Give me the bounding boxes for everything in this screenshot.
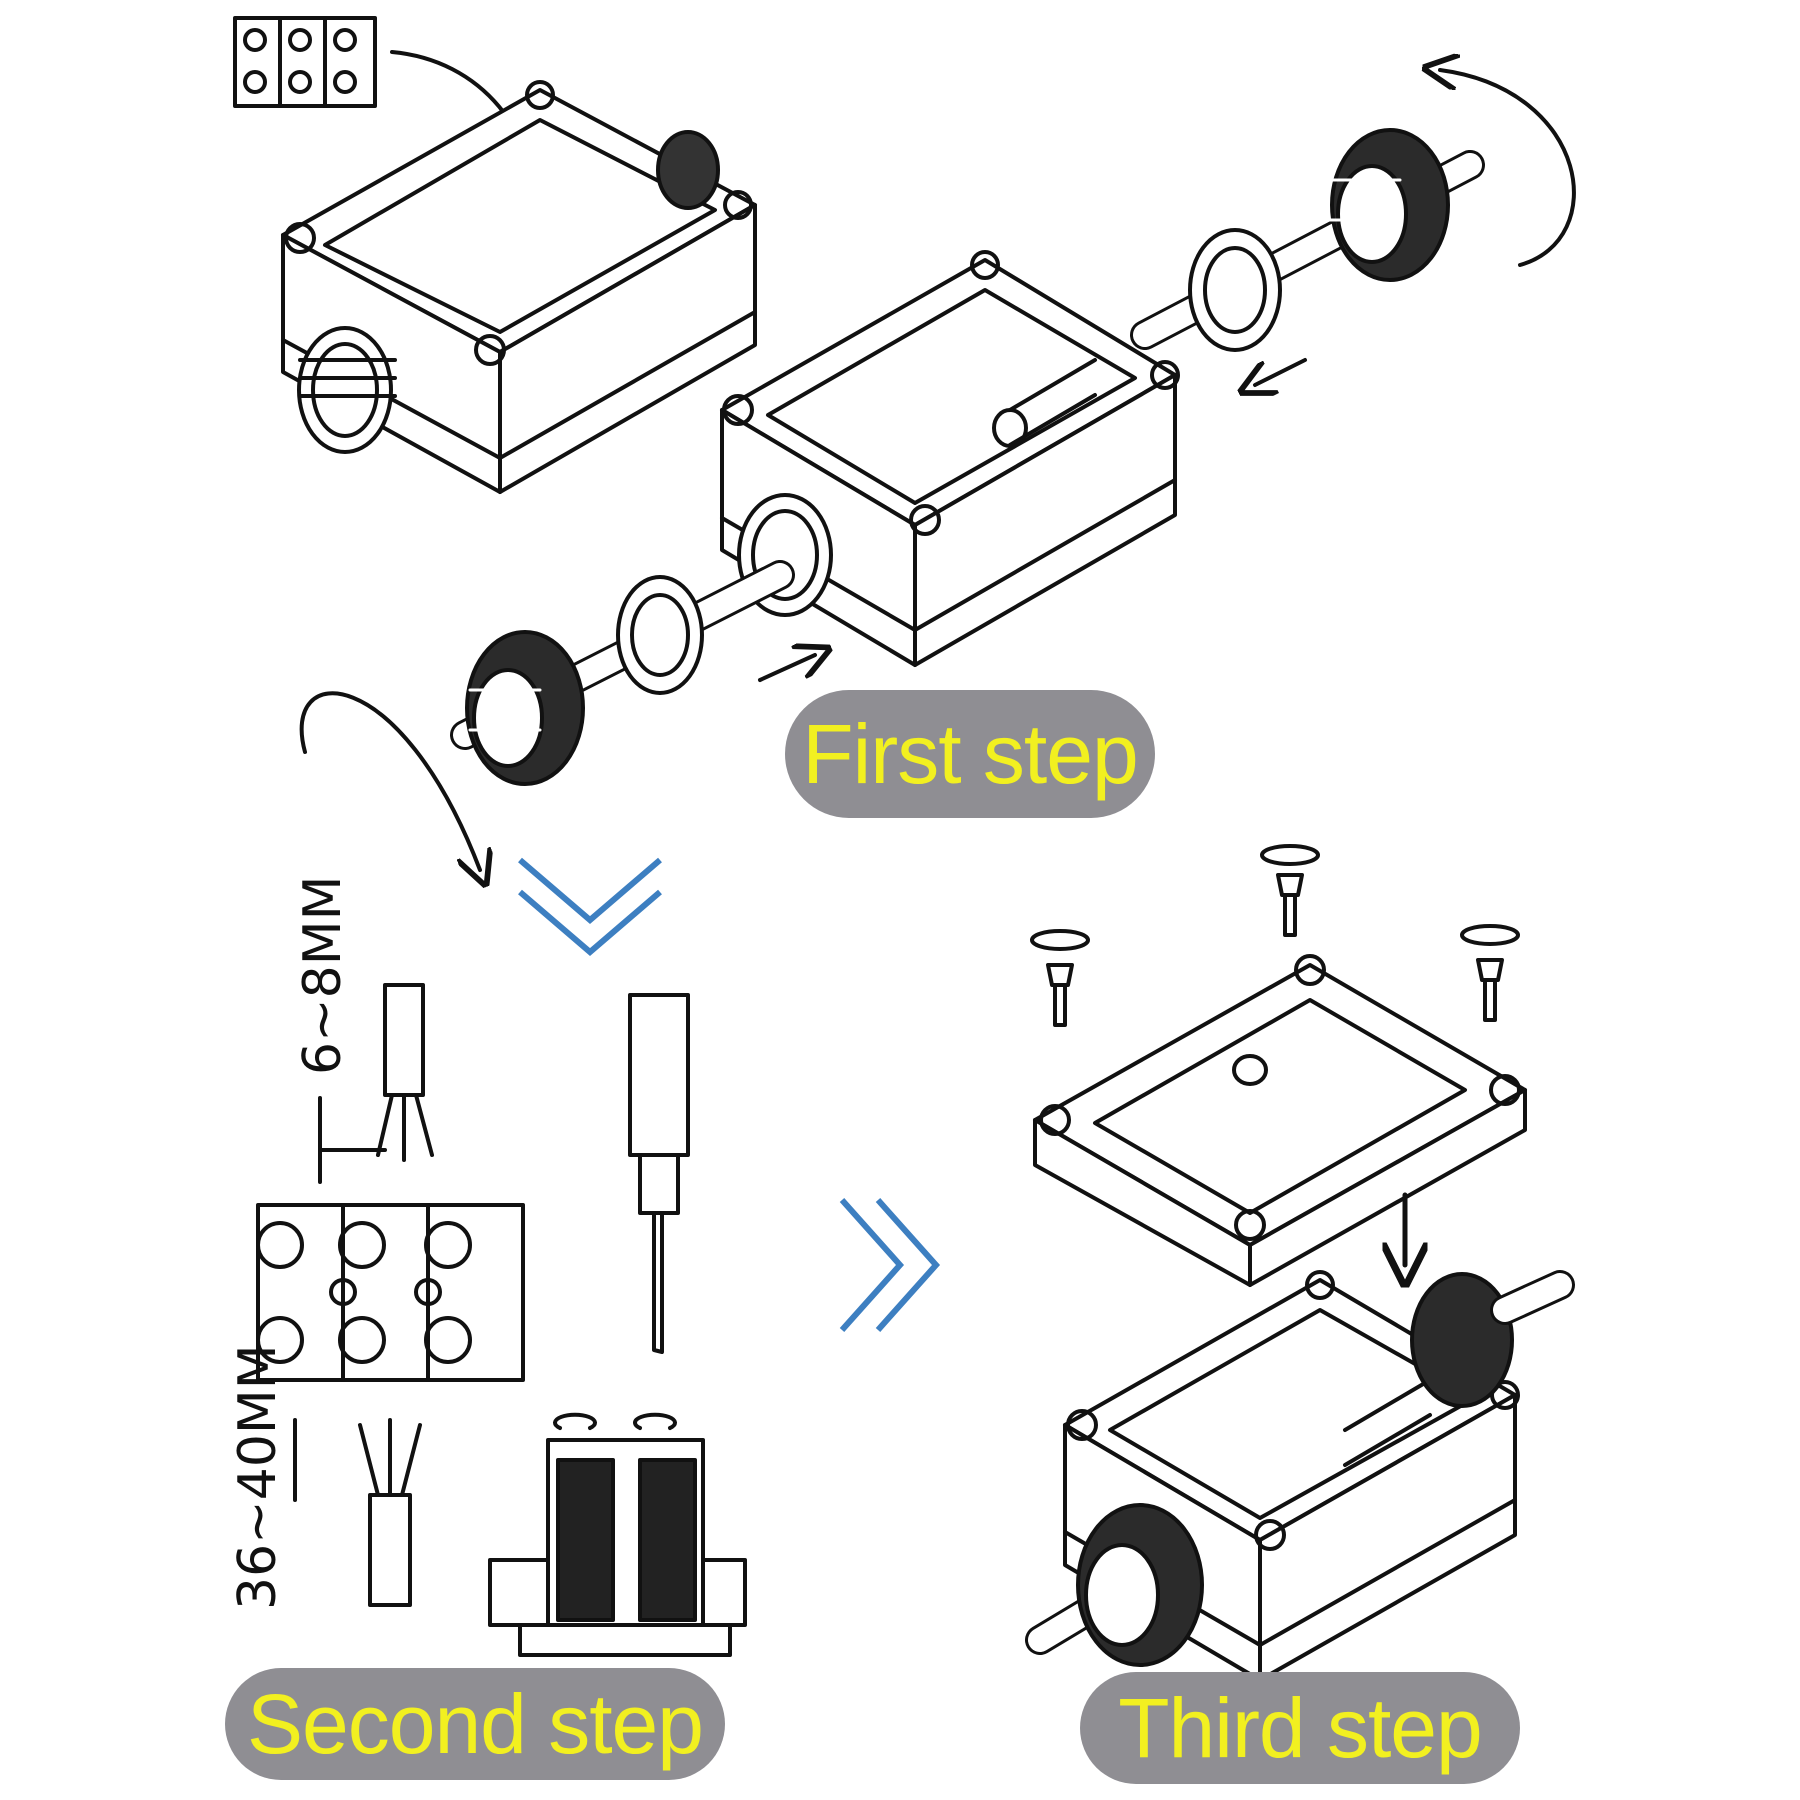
cable-strip-short [318, 983, 434, 1184]
junction-box-assembled [1025, 1270, 1575, 1682]
terminal-block-large [256, 1203, 525, 1382]
dimension-sheath-label: 36~40MM [228, 1344, 288, 1610]
cable-strip-long [293, 1418, 422, 1607]
chevron-right-icon [839, 1198, 941, 1332]
junction-box-lid [1033, 954, 1527, 1287]
push-arrow-left [758, 655, 815, 682]
terminal-cross-section [488, 1412, 747, 1657]
screwdriver [628, 993, 690, 1354]
cable-gland-right [1130, 128, 1485, 352]
junction-box-open-left [281, 80, 757, 494]
rotation-arrow-right [1440, 70, 1576, 267]
step-label-third: Third step [1080, 1672, 1520, 1784]
chevron-down-icon [518, 857, 662, 956]
dimension-conductor-label: 6~8MM [293, 876, 353, 1075]
push-arrow-right [1255, 358, 1307, 385]
step-label-second: Second step [225, 1668, 725, 1780]
screw-set [1030, 844, 1520, 1027]
junction-box-open-center [720, 250, 1180, 667]
step-label-first: First step [785, 690, 1155, 818]
terminal-block-small [233, 16, 377, 108]
cable-gland-left [450, 560, 795, 786]
rotation-arrow-left [299, 691, 480, 870]
